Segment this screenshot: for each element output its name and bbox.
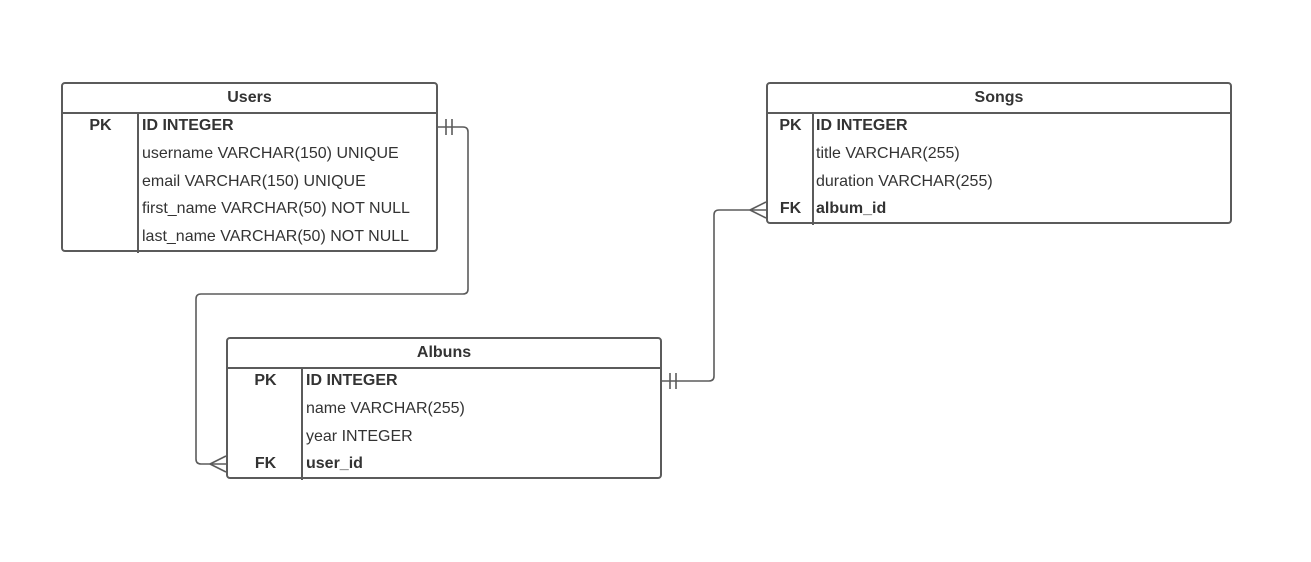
- field-row: FK user_id: [228, 452, 660, 480]
- key-badge: [768, 142, 813, 170]
- field-row: email VARCHAR(150) UNIQUE: [63, 170, 436, 198]
- connector-users-albums: [195, 126, 469, 465]
- field-name: ID INTEGER: [816, 117, 908, 134]
- key-badge: [768, 170, 813, 198]
- entity-title: Albuns: [228, 339, 660, 369]
- field-name: name VARCHAR(255): [306, 399, 465, 417]
- entity-users[interactable]: Users PK ID INTEGER username VARCHAR(150…: [61, 82, 438, 253]
- key-column-divider: [812, 114, 814, 226]
- field-row: last_name VARCHAR(50) NOT NULL: [63, 225, 436, 253]
- field-row: year INTEGER: [228, 425, 660, 453]
- entity-albums[interactable]: Albuns PK ID INTEGER name VARCHAR(255) y…: [226, 337, 662, 481]
- key-badge: [63, 197, 138, 225]
- field-name: email VARCHAR(150) UNIQUE: [142, 172, 366, 190]
- crowfoot-albums-upper: [209, 455, 227, 465]
- key-badge: [228, 425, 303, 453]
- crowfoot-songs-lower: [749, 209, 767, 219]
- key-badge: PK: [89, 117, 112, 134]
- field-name: album_id: [816, 200, 887, 218]
- entity-title: Users: [63, 84, 436, 114]
- key-column-divider: [301, 369, 303, 481]
- key-badge: FK: [254, 455, 277, 473]
- crowfoot-albums-lower: [209, 463, 227, 473]
- field-name: year INTEGER: [306, 427, 413, 445]
- field-name: duration VARCHAR(255): [816, 172, 993, 190]
- field-row: username VARCHAR(150) UNIQUE: [63, 142, 436, 170]
- entity-fields: PK ID INTEGER username VARCHAR(150) UNIQ…: [63, 114, 436, 253]
- entity-fields: PK ID INTEGER title VARCHAR(255) duratio…: [768, 114, 1230, 226]
- field-row: PK ID INTEGER: [768, 114, 1230, 142]
- key-badge: [228, 397, 303, 425]
- field-row: name VARCHAR(255): [228, 397, 660, 425]
- field-row: FK album_id: [768, 197, 1230, 225]
- field-row: title VARCHAR(255): [768, 142, 1230, 170]
- key-badge: FK: [779, 200, 802, 218]
- crowfoot-songs-upper: [749, 201, 767, 211]
- entity-fields: PK ID INTEGER name VARCHAR(255) year INT…: [228, 369, 660, 481]
- field-name: ID INTEGER: [306, 372, 398, 389]
- connector-albums-songs: [662, 209, 766, 382]
- field-name: title VARCHAR(255): [816, 144, 960, 162]
- field-name: username VARCHAR(150) UNIQUE: [142, 144, 399, 162]
- key-badge: [63, 170, 138, 198]
- key-badge: PK: [779, 117, 802, 134]
- key-badge: [63, 142, 138, 170]
- key-column-divider: [137, 114, 139, 253]
- entity-title: Songs: [768, 84, 1230, 114]
- field-row: duration VARCHAR(255): [768, 170, 1230, 198]
- field-row: PK ID INTEGER: [228, 369, 660, 397]
- key-badge: PK: [254, 372, 277, 389]
- field-name: last_name VARCHAR(50) NOT NULL: [142, 228, 410, 246]
- field-name: first_name VARCHAR(50) NOT NULL: [142, 200, 410, 218]
- entity-songs[interactable]: Songs PK ID INTEGER title VARCHAR(255) d…: [766, 82, 1232, 226]
- key-badge: [63, 225, 138, 253]
- field-name: ID INTEGER: [142, 117, 234, 134]
- field-name: user_id: [306, 455, 363, 473]
- field-row: first_name VARCHAR(50) NOT NULL: [63, 197, 436, 225]
- field-row: PK ID INTEGER: [63, 114, 436, 142]
